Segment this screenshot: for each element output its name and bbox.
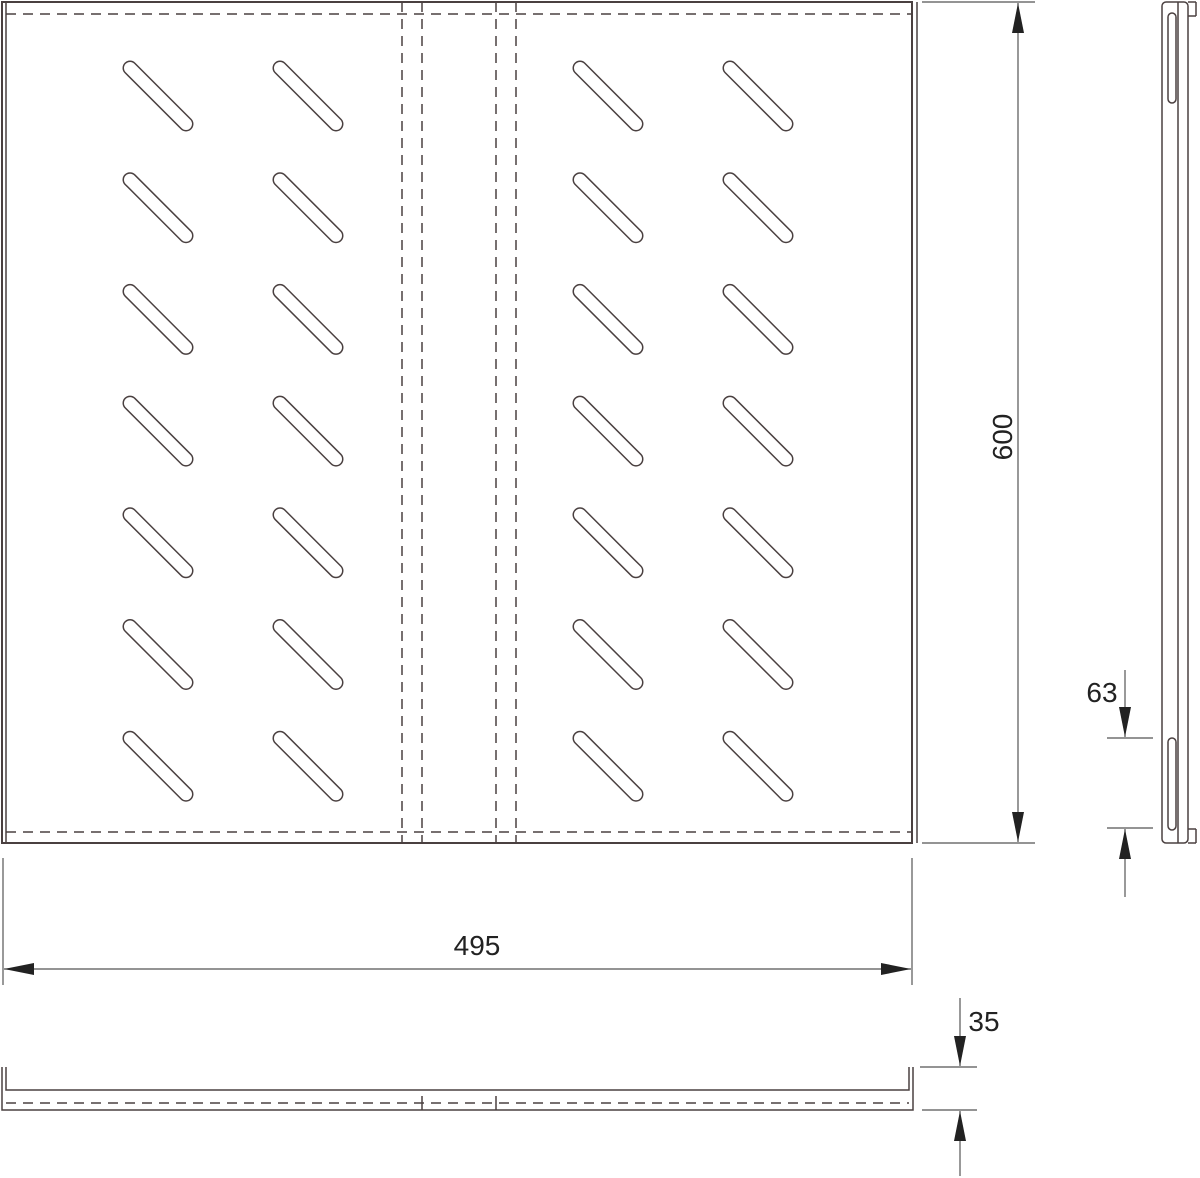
ventilation-slot — [722, 283, 794, 355]
dimension-slot-offset — [1107, 670, 1153, 897]
ventilation-slot — [272, 60, 344, 132]
side-slot-top — [1167, 12, 1177, 104]
dimension-slot-offset-label: 63 — [1086, 677, 1117, 708]
ventilation-slot — [572, 730, 644, 802]
shelf-front-view — [1, 1067, 914, 1111]
ventilation-slot — [572, 507, 644, 579]
ventilation-slot — [122, 172, 194, 244]
ventilation-slot — [272, 283, 344, 355]
dimension-height — [920, 998, 977, 1176]
ventilation-slot — [122, 283, 194, 355]
ventilation-slot — [572, 60, 644, 132]
ventilation-slot — [122, 507, 194, 579]
ventilation-slot — [722, 60, 794, 132]
hidden-lines — [6, 2, 912, 843]
ventilation-slot — [722, 395, 794, 467]
dimension-width-label: 495 — [454, 930, 501, 961]
ventilation-slot — [572, 172, 644, 244]
dimension-height-label: 35 — [968, 1006, 999, 1037]
side-slot-bottom — [1167, 737, 1177, 831]
ventilation-slot — [272, 730, 344, 802]
ventilation-slot — [122, 619, 194, 690]
ventilation-slot — [122, 730, 194, 802]
ventilation-slot — [572, 619, 644, 690]
ventilation-slot — [572, 283, 644, 355]
ventilation-slot — [272, 172, 344, 244]
ventilation-slots — [122, 60, 794, 802]
dimension-depth — [922, 1, 1035, 844]
ventilation-slot — [722, 507, 794, 579]
ventilation-slot — [272, 619, 344, 690]
shelf-top-view — [1, 1, 918, 844]
dimension-width — [2, 858, 913, 985]
ventilation-slot — [572, 395, 644, 467]
dimension-depth-label: 600 — [987, 414, 1018, 461]
ventilation-slot — [722, 619, 794, 690]
ventilation-slot — [122, 60, 194, 132]
ventilation-slot — [722, 172, 794, 244]
ventilation-slot — [122, 395, 194, 467]
ventilation-slot — [272, 507, 344, 579]
ventilation-slot — [722, 730, 794, 802]
ventilation-slot — [272, 395, 344, 467]
shelf-side-view — [1161, 1, 1197, 844]
